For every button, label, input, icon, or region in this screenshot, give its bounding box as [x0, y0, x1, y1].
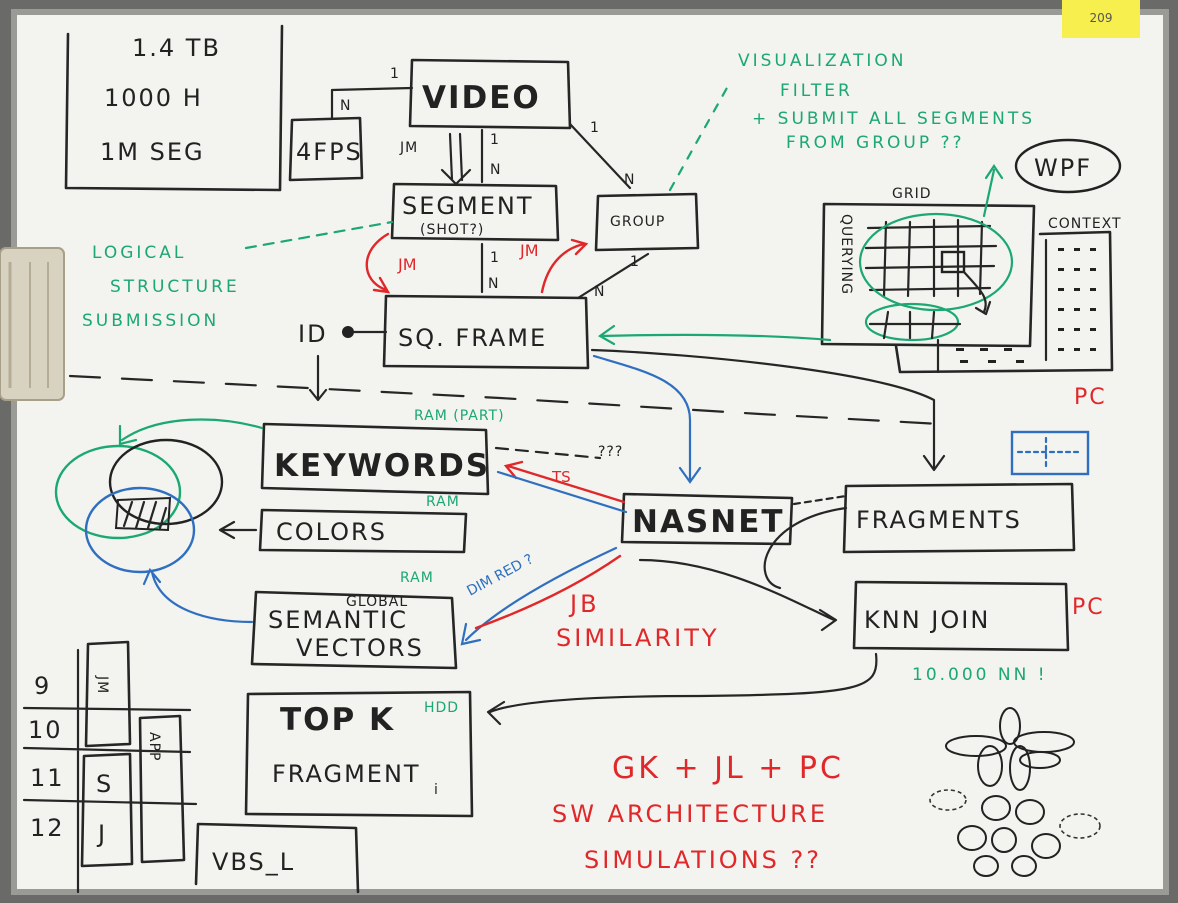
schedule-app: APP [146, 732, 162, 761]
card-group-frame-1: 1 [630, 254, 640, 270]
marker-holder [0, 247, 65, 401]
keywords-label: KEYWORDS [274, 448, 490, 484]
logical-line-1: LOGICAL [92, 243, 186, 263]
fps-label: 4FPS [296, 138, 363, 166]
logical-line-2: STRUCTURE [110, 277, 240, 297]
vis-line-1: VISUALIZATION [738, 51, 906, 71]
sticky-note-text: 209 [1090, 11, 1113, 25]
card-video-group-1: 1 [590, 120, 600, 136]
fragments-label: FRAGMENTS [856, 506, 1022, 534]
wpf-label: WPF [1034, 154, 1092, 182]
card-video-seg-1: 1 [490, 132, 500, 148]
logical-line-3: SUBMISSION [82, 311, 219, 331]
jm-label-1: JM [399, 140, 418, 156]
frame-label: SQ. FRAME [398, 324, 547, 352]
flower-doodle [945, 707, 1075, 791]
card-group-frame-n: N [594, 284, 605, 300]
schedule-row-10: 10 [28, 716, 63, 744]
unknown-link-label: ??? [598, 444, 623, 460]
bubbles-doodle [929, 789, 1101, 877]
segment-entity: SEGMENT (SHOT?) [390, 182, 560, 242]
nasnet-label: NASNET [632, 504, 785, 540]
semantic-label-1: SEMANTIC [268, 606, 408, 634]
schedule-row-12: 12 [30, 814, 65, 842]
knn-join-entity: KNN JOIN [852, 580, 1070, 652]
wpf-note: WPF [1014, 138, 1122, 194]
vis-line-2: FILTER [780, 81, 853, 101]
visualization-note: VISUALIZATION FILTER + SUBMIT ALL SEGMEN… [738, 51, 1035, 153]
top-k-entity: TOP K FRAGMENT i [244, 690, 474, 818]
card-video-fps-1: 1 [390, 66, 400, 82]
top-k-label-i: i [434, 782, 439, 798]
bottom-line-2: SW ARCHITECTURE [552, 800, 828, 828]
card-seg-frame-1: 1 [490, 250, 500, 266]
storage-keywords: RAM (PART) [414, 408, 505, 424]
ts-label: TS [551, 468, 571, 486]
bottom-line-3: SIMULATIONS ?? [584, 846, 822, 874]
card-seg-frame-n: N [488, 276, 499, 292]
nn-note: 10.000 NN ! [912, 665, 1048, 685]
schedule-jm: JM [94, 675, 110, 694]
card-video-fps-n: N [340, 98, 351, 114]
schedule-table: 9 10 11 12 JM S J APP VBS_L [22, 640, 360, 894]
pc-label-1: PC [1074, 385, 1107, 410]
ui-sketch: GRID QUERYING CONTEXT [820, 164, 1122, 374]
stat-hours: 1000 H [104, 84, 203, 112]
schedule-row-9: 9 [34, 672, 51, 700]
top-k-label-1: TOP K [280, 702, 395, 738]
nasnet-entity: NASNET [620, 492, 794, 546]
jm-label-2: JM [397, 255, 417, 274]
keywords-entity: KEYWORDS [260, 422, 490, 496]
storage-top-k: HDD [424, 700, 459, 716]
semantic-global-label: GLOBAL [346, 594, 408, 610]
fps-box: 4FPS [288, 116, 364, 182]
card-video-group-n: N [624, 172, 635, 188]
group-entity: GROUP [594, 192, 700, 252]
segment-sublabel: (SHOT?) [420, 222, 484, 238]
segment-label: SEGMENT [402, 192, 533, 220]
sticky-note: 209 [1062, 0, 1140, 38]
bottom-red-notes: GK + JL + PC SW ARCHITECTURE SIMULATIONS… [552, 751, 844, 874]
top-k-label-2: FRAGMENT [272, 760, 421, 788]
schedule-j: J [96, 820, 107, 848]
jm-label-3: JM [519, 241, 539, 260]
fragments-entity: FRAGMENTS [842, 482, 1076, 554]
context-dots [956, 248, 1096, 363]
stat-segments: 1M SEG [100, 138, 205, 166]
knn-join-label: KNN JOIN [864, 606, 990, 634]
semantic-vectors-entity: GLOBAL SEMANTIC VECTORS [250, 590, 458, 670]
vis-line-3: + SUBMIT ALL SEGMENTS [752, 109, 1035, 129]
jb-line-1: JB [568, 590, 600, 618]
frame-entity: SQ. FRAME [382, 294, 590, 370]
grid-label: GRID [892, 186, 932, 202]
semantic-label-2: VECTORS [296, 634, 424, 662]
colors-entity: COLORS [258, 508, 468, 554]
separator-line [68, 374, 942, 426]
stat-size: 1.4 TB [132, 34, 221, 62]
video-entity: VIDEO [408, 58, 572, 130]
group-label: GROUP [610, 214, 665, 230]
card-video-seg-n: N [490, 162, 501, 178]
logical-structure-note: LOGICAL STRUCTURE SUBMISSION [82, 243, 240, 331]
stats-box: 1.4 TB 1000 H 1M SEG [64, 24, 284, 192]
blue-rect-sketch [1010, 430, 1090, 476]
schedule-s: S [96, 770, 113, 798]
jb-line-2: SIMILARITY [556, 624, 720, 652]
vis-line-4: FROM GROUP ?? [786, 133, 965, 153]
schedule-row-11: 11 [30, 764, 65, 792]
bottom-line-1: GK + JL + PC [612, 751, 844, 786]
storage-semantic: RAM [400, 570, 434, 586]
id-label: ID [298, 320, 328, 348]
storage-colors: RAM [426, 494, 460, 510]
colors-label: COLORS [276, 518, 387, 546]
schedule-vbs: VBS_L [212, 848, 295, 876]
video-label: VIDEO [422, 80, 541, 116]
pc-label-2: PC [1072, 595, 1105, 620]
venn-diagram [54, 438, 224, 574]
context-label: CONTEXT [1048, 216, 1122, 232]
querying-label: QUERYING [838, 214, 854, 295]
